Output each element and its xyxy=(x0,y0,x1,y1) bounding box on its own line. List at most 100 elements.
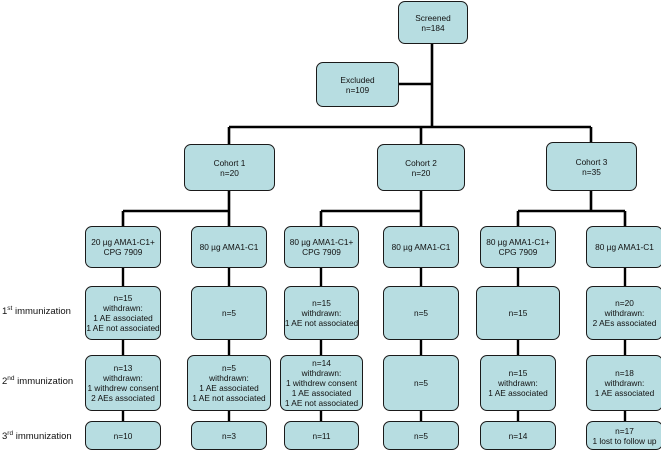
row-label-text: immunization xyxy=(13,431,72,442)
imm2-box: n=15 withdrawn: 1 AE associated xyxy=(480,355,556,411)
group-1-box: 20 µg AMA1-C1+ CPG 7909 xyxy=(85,226,161,268)
group-label: 80 µg AMA1-C1 xyxy=(199,242,259,252)
imm1-box: n=15 withdrawn: 1 AE associated 1 AE not… xyxy=(85,286,161,340)
row-label-ordinal: 2 xyxy=(2,376,8,387)
imm-text: 1 AE not associated xyxy=(284,318,359,328)
imm-text: n=15 xyxy=(113,293,133,303)
cohort-2-box: Cohort 2 n=20 xyxy=(377,144,465,191)
row-label-text: immunization xyxy=(12,306,71,317)
imm-text: 1 AE not associated xyxy=(284,398,359,408)
imm-text: n=5 xyxy=(221,308,237,318)
imm-text: n=13 xyxy=(113,363,133,373)
group-5-box: 80 µg AMA1-C1+ CPG 7909 xyxy=(480,226,556,268)
screened-count: n=184 xyxy=(421,22,445,33)
imm3-box: n=17 1 lost to follow up xyxy=(586,421,661,450)
row-label-1st-immunization: 1st immunization xyxy=(2,305,71,317)
imm-text: n=14 xyxy=(508,430,528,441)
imm-text: n=15 xyxy=(508,368,528,378)
group-6-box: 80 µg AMA1-C1 xyxy=(586,226,661,268)
imm2-box: n=18 withdrawn: 1 AE associated xyxy=(586,355,661,411)
group-label: 80 µg AMA1-C1 xyxy=(391,242,451,252)
cohort-title: Cohort 1 xyxy=(213,157,246,168)
excluded-title: Excluded xyxy=(340,74,375,85)
cohort-3-box: Cohort 3 n=35 xyxy=(546,142,637,191)
group-2-box: 80 µg AMA1-C1 xyxy=(191,226,267,268)
imm1-box: n=5 xyxy=(383,286,459,340)
imm-text: withdrawn: xyxy=(103,373,143,383)
imm3-box: n=3 xyxy=(191,421,267,450)
imm3-box: n=10 xyxy=(85,421,161,450)
group-label: 80 µg AMA1-C1+ xyxy=(486,237,550,247)
imm-text: 1 AE associated xyxy=(199,383,259,393)
imm2-box: n=13 withdrawn: 1 withdrew consent 2 AEs… xyxy=(85,355,161,411)
group-4-box: 80 µg AMA1-C1 xyxy=(383,226,459,268)
imm-text: 1 withdrew consent xyxy=(285,378,358,388)
row-label-suffix: nd xyxy=(7,375,15,382)
imm-text: 1 AE associated xyxy=(291,388,352,398)
imm-text: n=10 xyxy=(113,430,133,441)
imm-text: withdrawn: xyxy=(209,373,249,383)
group-3-box: 80 µg AMA1-C1+ CPG 7909 xyxy=(284,226,359,268)
imm-text: 1 withdrew consent xyxy=(87,383,159,393)
imm-text: 2 AEs associated xyxy=(592,318,657,328)
group-label: 20 µg AMA1-C1+ xyxy=(91,237,155,247)
row-label-text: immunization xyxy=(14,376,74,387)
cohort-title: Cohort 3 xyxy=(575,156,608,167)
imm-text: n=15 xyxy=(312,298,331,308)
imm-text: n=20 xyxy=(615,298,634,308)
row-label-ordinal: 1 xyxy=(2,306,8,317)
imm-text: 1 AE associated xyxy=(488,388,548,398)
cohort-1-box: Cohort 1 n=20 xyxy=(184,144,275,191)
imm-text: withdrawn: xyxy=(301,368,342,378)
group-label: 80 µg AMA1-C1 xyxy=(595,242,654,252)
imm-text: n=15 xyxy=(508,308,528,318)
cohort-title: Cohort 2 xyxy=(405,157,437,168)
imm-text: withdrawn: xyxy=(604,378,645,388)
imm-text: n=3 xyxy=(221,430,237,441)
imm2-box: n=5 xyxy=(383,355,459,411)
imm-text: n=5 xyxy=(413,378,429,388)
imm-text: 1 AE associated xyxy=(93,313,153,323)
excluded-box: Excluded n=109 xyxy=(316,62,399,107)
imm1-box: n=15 withdrawn: 1 AE not associated xyxy=(284,286,359,340)
imm-text: n=5 xyxy=(221,363,237,373)
imm2-box: n=5 withdrawn: 1 AE associated 1 AE not … xyxy=(187,355,271,411)
row-label-2nd-immunization: 2nd immunization xyxy=(2,375,74,387)
group-label: 80 µg AMA1-C1+ xyxy=(289,237,354,247)
imm-text: 1 AE not associated xyxy=(86,323,160,333)
imm3-box: n=14 xyxy=(480,421,556,450)
imm-text: 1 AE associated xyxy=(594,388,655,398)
imm-text: n=18 xyxy=(615,368,634,378)
imm2-box: n=14 withdrawn: 1 withdrew consent 1 AE … xyxy=(280,355,363,411)
imm-text: withdrawn: xyxy=(604,308,645,318)
group-label: CPG 7909 xyxy=(498,247,538,257)
cohort-count: n=20 xyxy=(220,167,239,178)
imm-text: n=14 xyxy=(312,358,331,368)
row-label-ordinal: 3 xyxy=(2,431,8,442)
group-label: CPG 7909 xyxy=(302,247,341,257)
imm3-box: n=5 xyxy=(383,421,459,450)
row-label-3rd-immunization: 3rd immunization xyxy=(2,430,72,442)
imm-text: 2 AEs associated xyxy=(91,393,155,403)
imm-text: 1 AE not associated xyxy=(192,393,266,403)
screened-box: Screened n=184 xyxy=(398,1,468,44)
imm-text: withdrawn: xyxy=(301,308,342,318)
group-label: CPG 7909 xyxy=(103,247,143,257)
imm-text: n=17 xyxy=(615,425,634,436)
imm-text: withdrawn: xyxy=(103,303,143,313)
imm-text: n=5 xyxy=(413,308,429,318)
imm1-box: n=5 xyxy=(191,286,267,340)
row-label-suffix: rd xyxy=(7,430,14,437)
imm-text: withdrawn: xyxy=(498,378,538,388)
imm-text: n=5 xyxy=(413,430,429,441)
imm-text: 1 lost to follow up xyxy=(592,435,657,446)
cohort-count: n=35 xyxy=(582,166,601,177)
screened-title: Screened xyxy=(415,12,451,23)
imm3-box: n=11 xyxy=(284,421,359,450)
imm1-box: n=15 xyxy=(476,286,560,340)
row-label-suffix: st xyxy=(7,305,13,312)
excluded-count: n=109 xyxy=(345,84,370,95)
imm1-box: n=20 withdrawn: 2 AEs associated xyxy=(586,286,661,340)
cohort-count: n=20 xyxy=(411,167,431,178)
